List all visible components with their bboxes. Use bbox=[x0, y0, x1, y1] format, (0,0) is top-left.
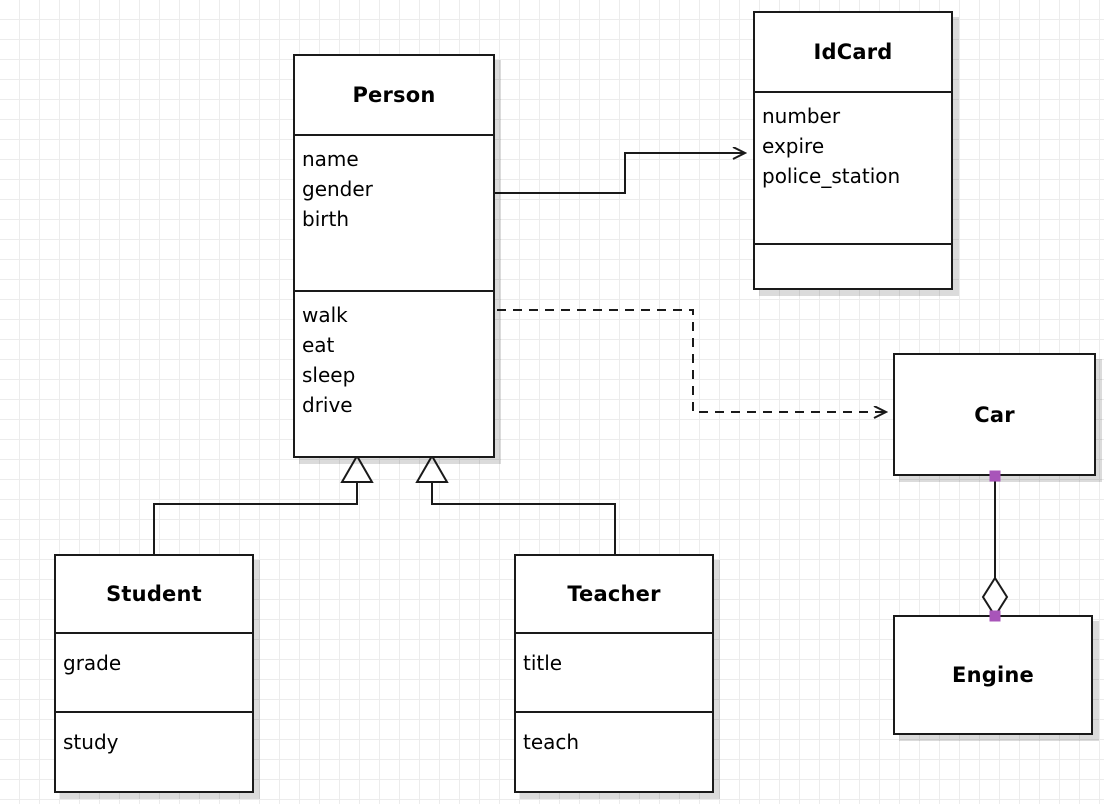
relationship-car-engine[interactable] bbox=[981, 476, 1009, 618]
class-attributes-teacher: title bbox=[516, 632, 712, 711]
relationship-student-person[interactable] bbox=[153, 453, 374, 554]
operation-row: eat bbox=[302, 333, 335, 357]
operation-row: walk bbox=[302, 303, 348, 327]
class-box-idcard[interactable]: IdCard number expire police_station bbox=[753, 11, 953, 290]
attribute-row: name bbox=[302, 147, 359, 171]
class-name-label: Car bbox=[974, 402, 1015, 427]
attribute-row: birth bbox=[302, 207, 349, 231]
edge-handle-engine[interactable] bbox=[989, 610, 1001, 622]
class-name-label: Engine bbox=[952, 663, 1034, 687]
relationship-person-idcard[interactable] bbox=[495, 153, 745, 194]
attribute-row: number bbox=[762, 104, 841, 128]
class-box-teacher[interactable]: Teacher title teach bbox=[514, 554, 714, 793]
class-attributes-idcard: number expire police_station bbox=[755, 91, 951, 243]
class-title-idcard: IdCard bbox=[755, 13, 951, 91]
class-box-student[interactable]: Student grade study bbox=[54, 554, 254, 793]
class-title-engine: Engine bbox=[895, 617, 1091, 733]
attribute-row: expire bbox=[762, 134, 825, 158]
class-title-car: Car bbox=[895, 355, 1094, 474]
class-operations-idcard bbox=[755, 243, 951, 286]
attribute-row: grade bbox=[63, 651, 122, 675]
class-operations-teacher: teach bbox=[516, 711, 712, 791]
attribute-row: police_station bbox=[762, 164, 901, 188]
relationship-teacher-person[interactable] bbox=[415, 453, 616, 554]
relationship-person-car[interactable] bbox=[497, 309, 886, 412]
edge-handle-car[interactable] bbox=[989, 470, 1001, 482]
operation-row: study bbox=[63, 730, 119, 754]
class-name-label: IdCard bbox=[813, 40, 893, 64]
class-name-label: Person bbox=[352, 83, 436, 107]
attribute-row: title bbox=[523, 651, 563, 675]
attribute-row: gender bbox=[302, 177, 373, 201]
class-name-label: Teacher bbox=[567, 582, 661, 606]
class-attributes-student: grade bbox=[56, 632, 252, 711]
class-operations-student: study bbox=[56, 711, 252, 791]
class-title-student: Student bbox=[56, 556, 252, 632]
class-title-teacher: Teacher bbox=[516, 556, 712, 632]
operation-row: teach bbox=[523, 730, 580, 754]
class-box-engine[interactable]: Engine bbox=[893, 615, 1093, 735]
operation-row: sleep bbox=[302, 363, 356, 387]
class-box-car[interactable]: Car bbox=[893, 353, 1096, 476]
class-name-label: Student bbox=[106, 582, 202, 606]
class-attributes-person: name gender birth bbox=[295, 134, 493, 290]
class-title-person: Person bbox=[295, 56, 493, 134]
class-box-person[interactable]: Person name gender birth walk eat sleep … bbox=[293, 54, 495, 458]
class-operations-person: walk eat sleep drive bbox=[295, 290, 493, 456]
operation-row: drive bbox=[302, 393, 353, 417]
